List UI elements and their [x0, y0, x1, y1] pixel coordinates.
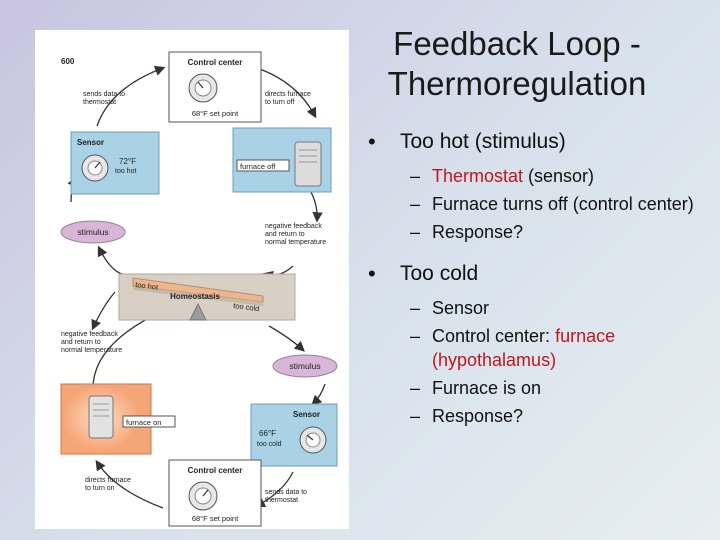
directs-off-2: to turn off: [265, 99, 295, 106]
sub-bullet-item: Sensor: [400, 296, 700, 320]
sub-bullet-list: SensorControl center: furnace (hypothala…: [400, 296, 700, 428]
sends-data-bottom-2: thermostat: [265, 497, 298, 504]
top-sensor-temp: 72°F: [119, 157, 136, 166]
directs-off-1: directs furnace: [265, 91, 311, 98]
sub-bullet-item: Furnace is on: [400, 376, 700, 400]
neg-feedback-bottom-1: negative feedback: [61, 331, 118, 338]
sub-bullet-list: Thermostat (sensor) Furnace turns off (co…: [400, 164, 700, 244]
sub-bullet-text: Furnace is on: [432, 378, 542, 398]
stimulus-label-bottom: stimulus: [289, 361, 320, 371]
sub-bullet-item: Furnace turns off (control center): [400, 192, 700, 216]
sub-bullet-text: Sensor: [432, 298, 490, 318]
control-center-top: Control center 68°F set point: [168, 51, 262, 123]
sensor-too-cold: Sensor 66°F too cold: [250, 403, 338, 467]
too-hot-label: too hot: [135, 280, 160, 292]
bullet-text: Too cold: [400, 262, 479, 285]
homeostasis-label: Homeostasis: [170, 292, 220, 301]
slide-title: Feedback Loop - Thermoregulation: [362, 24, 672, 104]
sub-bullet-item: Control center: furnace (hypothalamus): [400, 324, 700, 372]
sensor-label-top: Sensor: [77, 138, 104, 147]
stimulus-label-top: stimulus: [77, 227, 108, 237]
neg-feedback-top-1: negative feedback: [265, 223, 322, 230]
neg-feedback-top-3: normal temperature: [265, 239, 326, 246]
highlighted-text: furnace (hypothalamus): [432, 326, 616, 370]
diagram-svg: 600 Control center 68°F set point sends …: [60, 51, 338, 527]
sensor-label-bottom: Sensor: [293, 410, 320, 419]
furnace-off-label: furnace off: [240, 162, 276, 171]
top-sensor-status: too hot: [115, 168, 136, 175]
sends-data-top-1: sends data to: [83, 91, 125, 98]
bullet-item: Too hot (stimulus) Thermostat (sensor) Fur…: [360, 128, 700, 244]
sub-bullet-text: Control center:: [432, 326, 556, 346]
furnace-off-box: furnace off: [232, 127, 332, 193]
directs-on-1: directs furnace: [85, 477, 131, 484]
control-center-label: Control center: [188, 58, 243, 67]
sub-bullet-text: Response?: [432, 406, 524, 426]
highlighted-text: Thermostat: [432, 166, 524, 186]
slide-title-line1: Feedback Loop -: [393, 25, 641, 62]
furnace-on-label: furnace on: [126, 418, 161, 427]
stimulus-bottom: stimulus: [272, 354, 338, 378]
too-cold-label: too cold: [233, 301, 260, 313]
bottom-sensor-status: too cold: [257, 441, 282, 448]
sends-data-bottom-1: sends data to: [265, 489, 307, 496]
sub-bullet-text: Furnace turns off (control center): [432, 194, 694, 214]
bullet-item: Too coldSensorControl center: furnace (h…: [360, 260, 700, 428]
sub-bullet-item: Response?: [400, 220, 700, 244]
stimulus-top: stimulus: [60, 220, 126, 244]
bullet-list: Too hot (stimulus) Thermostat (sensor) Fur…: [360, 128, 700, 444]
sub-bullet-item: Thermostat (sensor): [400, 164, 700, 188]
control-center-label-bottom: Control center: [188, 466, 243, 475]
neg-feedback-top-2: and return to: [265, 231, 305, 238]
sends-data-top-2: thermostat: [83, 99, 116, 106]
slide-title-line2: Thermoregulation: [387, 65, 647, 102]
sensor-too-hot: Sensor 72°F too hot: [70, 131, 160, 195]
fulcrum-icon: [189, 302, 207, 321]
neg-feedback-bottom-3: normal temperature: [61, 347, 122, 354]
thermoregulation-diagram: 600 Control center 68°F set point sends …: [35, 30, 349, 529]
furnace-on-box: furnace on: [60, 383, 176, 455]
directs-on-2: to turn on: [85, 485, 115, 492]
page-number: 600: [61, 57, 75, 66]
sub-bullet-text: (sensor): [523, 166, 595, 186]
furnace-on-icon: [88, 395, 114, 439]
sub-bullet-item: Response?: [400, 404, 700, 428]
furnace-icon: [294, 141, 322, 187]
setpoint-label-bottom: 68°F set point: [192, 514, 239, 523]
sub-bullet-text: Response?: [432, 222, 524, 242]
control-center-bottom: Control center 68°F set point: [168, 459, 262, 527]
bottom-sensor-temp: 66°F: [259, 429, 276, 438]
neg-feedback-bottom-2: and return to: [61, 339, 101, 346]
bullet-text: Too hot (stimulus): [400, 130, 566, 153]
setpoint-label: 68°F set point: [192, 109, 239, 118]
homeostasis-balance: too hot too cold Homeostasis: [118, 273, 296, 321]
